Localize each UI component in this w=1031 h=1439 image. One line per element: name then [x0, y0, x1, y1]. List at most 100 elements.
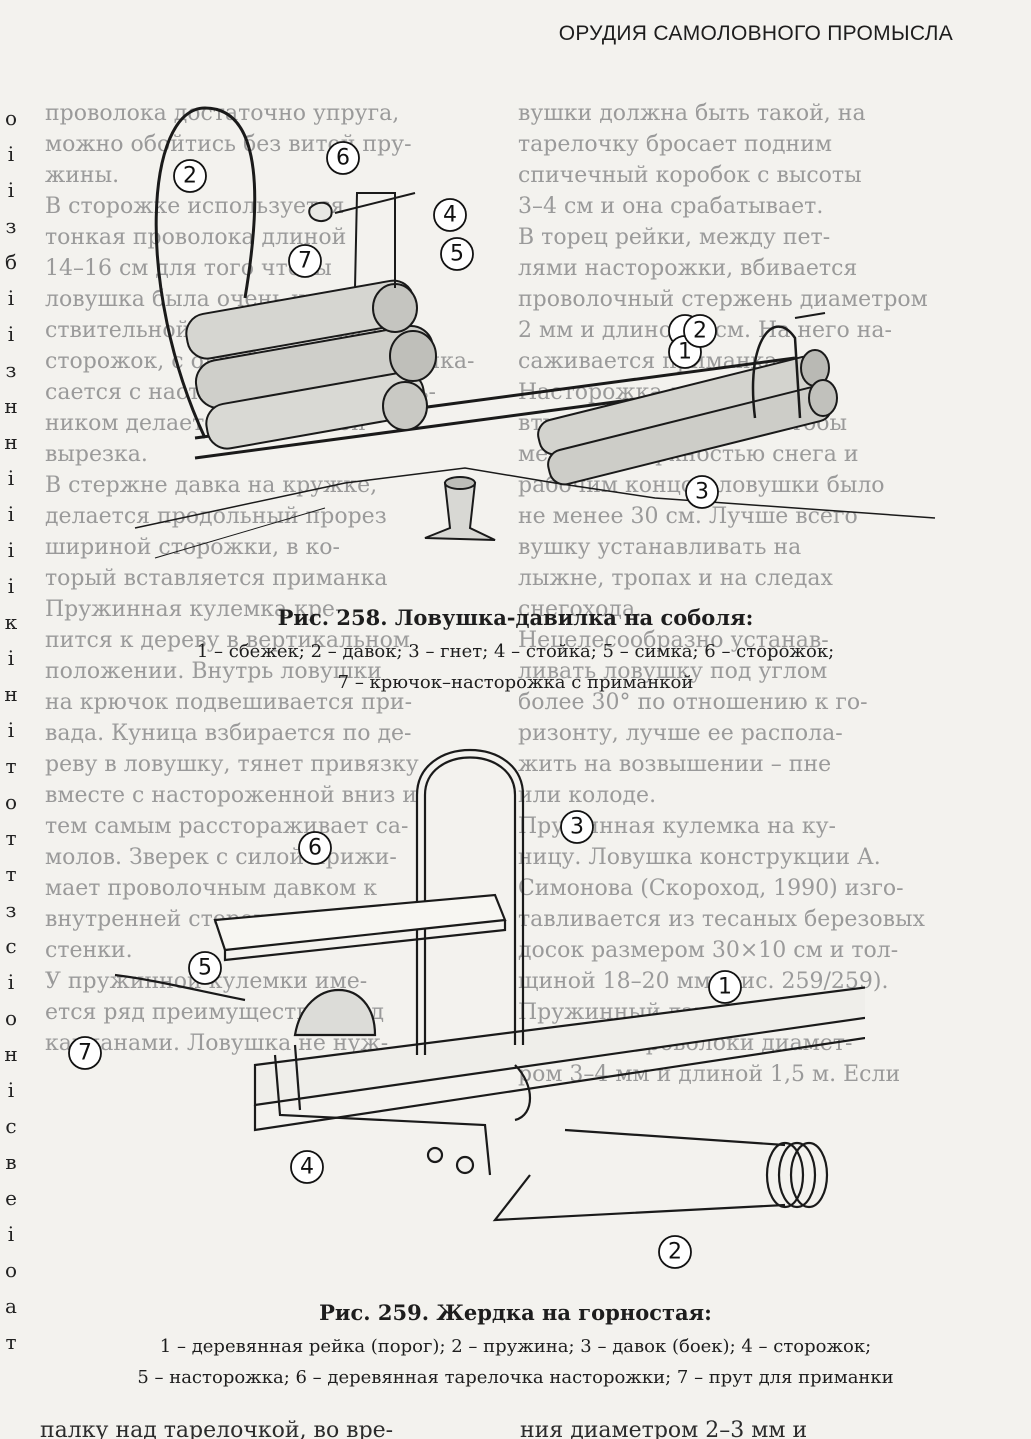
- figure-258-caption-line1: 1 – сбежек; 2 – давок; 3 – гнет; 4 – сто…: [196, 641, 835, 662]
- text-line: В сторожке используется: [45, 194, 345, 219]
- text-line: щиной 18–20 мм (рис. 259/259).: [518, 969, 889, 994]
- text-line: молов. Зверек с силой прижи-: [45, 845, 397, 870]
- text-line: Пружинная кулемка кре-: [45, 597, 343, 622]
- edge-letter: н: [4, 682, 18, 706]
- edge-letter: і: [7, 646, 15, 670]
- text-line: или колоде.: [518, 783, 657, 808]
- text-line: 3–4 см и она срабатывает.: [518, 194, 824, 219]
- edge-letter: і: [7, 718, 15, 742]
- text-line: жить на возвышении – пне: [518, 752, 832, 777]
- edge-letter: н: [4, 394, 18, 418]
- left-text-column: проволока достаточно упруга,можно обойти…: [45, 98, 485, 1059]
- text-line: проволока достаточно упруга,: [45, 101, 400, 126]
- edge-letter: і: [7, 1078, 15, 1102]
- fig258-label-5: 5: [450, 242, 464, 267]
- text-line: торый вставляется приманка: [45, 566, 388, 591]
- bottom-left-text: палку над тарелочкой, во вре-: [40, 1418, 394, 1439]
- edge-letter: і: [7, 1222, 15, 1246]
- text-line: досок размером 30×10 см и тол-: [518, 938, 899, 963]
- running-header: ОРУДИЯ САМОЛОВНОГО ПРОМЫСЛА: [558, 22, 953, 45]
- fig258-label-6: 6: [336, 146, 350, 171]
- text-line: пится к дереву в вертикальном: [45, 628, 410, 653]
- figure-259-caption-line2: 5 – насторожка; 6 – деревянная тарелочка…: [137, 1367, 894, 1388]
- edge-letter: з: [5, 214, 17, 238]
- edge-letter: с: [5, 1114, 17, 1138]
- text-line: стенки.: [45, 938, 133, 963]
- text-line: вушку устанавливать на: [518, 535, 802, 560]
- text-line: тавливается из тесаных березовых: [518, 907, 925, 932]
- text-line: жины.: [45, 163, 120, 188]
- text-line: 14–16 см для того чтобы: [45, 256, 332, 281]
- edge-letter: в: [5, 1150, 17, 1174]
- text-line: лыжне, тропах и на следах: [518, 566, 833, 591]
- fig259-label-4: 4: [300, 1155, 314, 1180]
- text-line: на крючок подвешивается при-: [45, 690, 412, 715]
- edge-letter: і: [7, 286, 15, 310]
- text-line: В торец рейки, между пет-: [518, 225, 831, 250]
- edge-letter: с: [5, 934, 17, 958]
- text-line: ром 3–4 мм и длиной 1,5 м. Если: [518, 1062, 901, 1087]
- edge-letter: і: [7, 142, 15, 166]
- edge-letter: е: [5, 1186, 17, 1210]
- figure-259-caption-line1: 1 – деревянная рейка (порог); 2 – пружин…: [159, 1336, 872, 1357]
- text-line: тем самым расстораживает са-: [45, 814, 409, 839]
- edge-letter: з: [5, 898, 17, 922]
- edge-letter: н: [4, 1042, 18, 1066]
- edge-letter: і: [7, 502, 15, 526]
- text-line: реву в ловушку, тянет привязку: [45, 752, 419, 777]
- edge-letter: і: [7, 538, 15, 562]
- text-line: ризонту, лучше ее распола-: [518, 721, 843, 746]
- fig259-label-6: 6: [308, 836, 322, 861]
- edge-letter: т: [5, 826, 17, 850]
- edge-letter: к: [4, 610, 18, 634]
- edge-letter: о: [4, 1006, 18, 1030]
- fig259-label-7: 7: [78, 1041, 92, 1066]
- edge-letter: і: [7, 574, 15, 598]
- figure-258-sable-trap-illustration: 2 6 4 5 7 1 3 2: [134, 106, 936, 559]
- fig258-label-4: 4: [443, 203, 457, 228]
- bottom-text-line: палку над тарелочкой, во вре- ния диамет…: [40, 1418, 1000, 1439]
- edge-letter: б: [4, 250, 18, 274]
- text-line: положении. Внутрь ловушки: [45, 659, 382, 684]
- text-line: Симонова (Скороход, 1990) изго-: [518, 876, 904, 901]
- fig258-label-2b: 2: [693, 319, 707, 344]
- edge-letter: і: [7, 178, 15, 202]
- text-line: спичечный коробок с высоты: [518, 163, 862, 188]
- fig259-label-1: 1: [718, 975, 732, 1000]
- edge-letter: н: [4, 430, 18, 454]
- edge-letter: т: [5, 1330, 17, 1354]
- fig258-label-2: 2: [183, 164, 197, 189]
- fig258-label-7: 7: [298, 249, 312, 274]
- figure-259-caption-title: Рис. 259. Жердка на горностая:: [319, 1300, 712, 1325]
- edge-letter: і: [7, 466, 15, 490]
- fig259-label-2: 2: [668, 1240, 682, 1265]
- figure-258-caption-title: Рис. 258. Ловушка-давилка на соболя:: [277, 605, 754, 630]
- text-line: мает проволочным давком к: [45, 876, 377, 901]
- text-line: снегохода.: [518, 597, 643, 622]
- text-line: ливать ловушку под углом: [518, 659, 828, 684]
- edge-letter: а: [5, 1294, 17, 1318]
- text-line: проволочный стержень диаметром: [518, 287, 928, 312]
- text-line: вместе с настороженной вниз и: [45, 783, 418, 808]
- fig259-label-5: 5: [198, 956, 212, 981]
- text-line: ницу. Ловушка конструкции А.: [518, 845, 881, 870]
- text-line: В стержне давка на кружке,: [45, 473, 378, 498]
- fig258-label-1: 1: [678, 340, 692, 365]
- text-line: лями насторожки, вбивается: [518, 256, 858, 281]
- text-line: Нецелесообразно устанав-: [518, 628, 829, 653]
- text-line: тарелочку бросает подним: [518, 132, 832, 157]
- edge-letter: о: [4, 790, 18, 814]
- bottom-right-text: ния диаметром 2–3 мм и: [520, 1418, 808, 1439]
- figure-258-caption-line2: 7 – крючок–насторожка с приманкой: [337, 672, 694, 693]
- text-line: более 30° по отношению к го-: [518, 690, 868, 715]
- edge-letter: т: [5, 754, 17, 778]
- figure-259-stoat-trap-illustration: 6 3 5 7 1 4 2: [68, 748, 865, 1269]
- edge-letter: і: [7, 970, 15, 994]
- edge-letter: і: [7, 322, 15, 346]
- edge-letter: з: [5, 358, 17, 382]
- edge-letter: о: [4, 1258, 18, 1282]
- text-line: вушки должна быть такой, на: [518, 101, 866, 126]
- text-line: саживается приманка.: [518, 349, 785, 374]
- fig258-label-3: 3: [695, 480, 709, 505]
